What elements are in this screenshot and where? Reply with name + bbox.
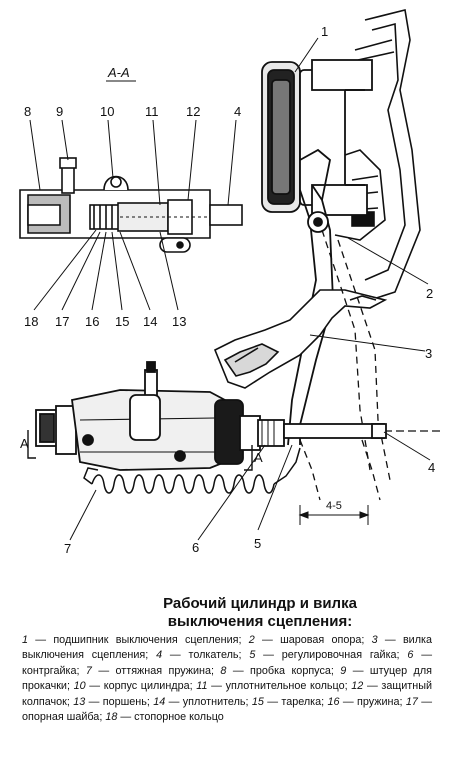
legend-text: — уплотнительное кольцо;: [207, 680, 352, 693]
callout-8: 8: [24, 104, 31, 119]
fork-boot: [213, 289, 388, 389]
legend-number: 17: [405, 695, 418, 708]
legend-number: 6: [407, 649, 414, 662]
callout-14: 14: [143, 314, 157, 329]
callout-17: 17: [55, 314, 69, 329]
callout-11: 11: [145, 104, 159, 119]
section-marks: [27, 430, 253, 471]
section-cutaway: [19, 157, 243, 253]
legend-number: 18: [105, 711, 118, 724]
legend-entry: 2 — шаровая опора;: [249, 634, 372, 646]
dimension-line: [298, 505, 370, 525]
slave-cylinder: [35, 361, 442, 471]
legend-text: — уплотнитель;: [165, 695, 252, 708]
legend-entry: 6 — контргайка;: [22, 649, 432, 676]
legend-entry: 14 — уплотнитель;: [153, 696, 252, 708]
legend-entry: 11 — уплотнительное кольцо;: [196, 680, 351, 692]
callout-18: 18: [24, 314, 38, 329]
return-spring: [83, 447, 301, 494]
legend-text: — шаровая опора;: [254, 634, 372, 646]
legend-number: 10: [73, 680, 86, 693]
caption-title-line1: Рабочий цилиндр и вилка: [163, 595, 357, 612]
legend-text: — регулировочная гайка;: [255, 649, 408, 662]
legend-entry: 8 — пробка корпуса;: [220, 665, 340, 677]
clutch-diagram: 4-5 А А А-А: [19, 9, 442, 556]
legend-text: — контргайка;: [22, 649, 432, 677]
legend-entry: 18 — стопорное кольцо: [105, 711, 223, 723]
legend-number: 11: [196, 680, 208, 693]
callout-3: 3: [425, 346, 432, 361]
legend-number: 14: [153, 695, 166, 708]
callout-6: 6: [192, 540, 199, 555]
legend-entry: 3 — вилка выключения сцепления;: [22, 634, 432, 661]
legend-text: — оттяжная пружина;: [91, 664, 221, 677]
legend-number: 9: [340, 664, 347, 677]
dimension-label: 4-5: [326, 500, 342, 512]
legend-text: — стопорное кольцо: [117, 711, 224, 724]
legend-entry: 13 — поршень;: [73, 696, 153, 708]
callout-7: 7: [64, 541, 71, 556]
legend-entry: 7 — оттяжная пружина;: [86, 665, 221, 677]
legend-text: — вилка выключения сцепления;: [22, 634, 432, 662]
callout-5: 5: [254, 536, 261, 551]
figure-caption-title: Рабочий цилиндр и вилка выключения сцепл…: [110, 595, 410, 631]
legend-number: 15: [251, 695, 264, 708]
legend-number: 13: [73, 695, 86, 708]
legend-text: — тарелка;: [263, 695, 328, 708]
callout-10: 10: [100, 104, 114, 119]
legend-entry: 9 — штуцер для прокачки;: [22, 665, 432, 692]
callout-13: 13: [172, 314, 186, 329]
legend-number: 12: [351, 680, 364, 693]
legend-entry: 16 — пружина;: [327, 696, 405, 708]
legend-number: 5: [249, 649, 256, 662]
legend-entry: 10 — корпус цилиндра;: [74, 680, 197, 692]
callout-4-section: 4: [234, 104, 241, 119]
legend-text: — штуцер для прокачки;: [22, 664, 432, 693]
legend-number: 7: [85, 664, 92, 677]
legend-entry: 4 — толкатель;: [156, 649, 249, 661]
callout-2: 2: [426, 286, 433, 301]
legend-text: — опорная шайба;: [22, 695, 432, 724]
section-title: А-А: [107, 65, 130, 80]
legend-number: 1: [22, 634, 29, 646]
figure-legend: 1 — подшипник выключения сцепления; 2 — …: [22, 633, 432, 725]
legend-text: — пробка корпуса;: [226, 664, 341, 677]
legend-entry: 17 — опорная шайба;: [22, 696, 432, 723]
callout-16: 16: [85, 314, 99, 329]
legend-text: — защитный колпачок;: [22, 680, 432, 708]
legend-text: — пружина;: [339, 695, 406, 708]
legend-text: — подшипник выключения сцепления;: [28, 634, 249, 646]
section-mark-right: А: [254, 450, 263, 465]
callout-15: 15: [115, 314, 129, 329]
legend-number: 4: [156, 649, 163, 662]
legend-number: 8: [220, 664, 227, 677]
leader-lines: [29, 37, 431, 541]
callout-9: 9: [56, 104, 63, 119]
legend-text: — толкатель;: [162, 649, 250, 662]
fork-phantom: [299, 229, 391, 501]
legend-number: 16: [327, 695, 340, 708]
callout-4-main: 4: [428, 460, 435, 475]
caption-title-line2: выключения сцепления:: [167, 613, 353, 630]
legend-text: — поршень;: [85, 695, 154, 708]
legend-entry: 12 — защитный колпачок;: [22, 680, 432, 707]
legend-number: 3: [371, 634, 378, 646]
legend-entry: 5 — регулировочная гайка;: [249, 649, 407, 661]
legend-entry: 15 — тарелка;: [252, 696, 328, 708]
legend-number: 2: [248, 634, 255, 646]
legend-entry: 1 — подшипник выключения сцепления;: [22, 634, 249, 646]
callout-1: 1: [321, 24, 328, 39]
callout-12: 12: [186, 104, 200, 119]
legend-text: — корпус цилиндра;: [85, 680, 197, 693]
section-mark-left: А: [20, 436, 29, 451]
